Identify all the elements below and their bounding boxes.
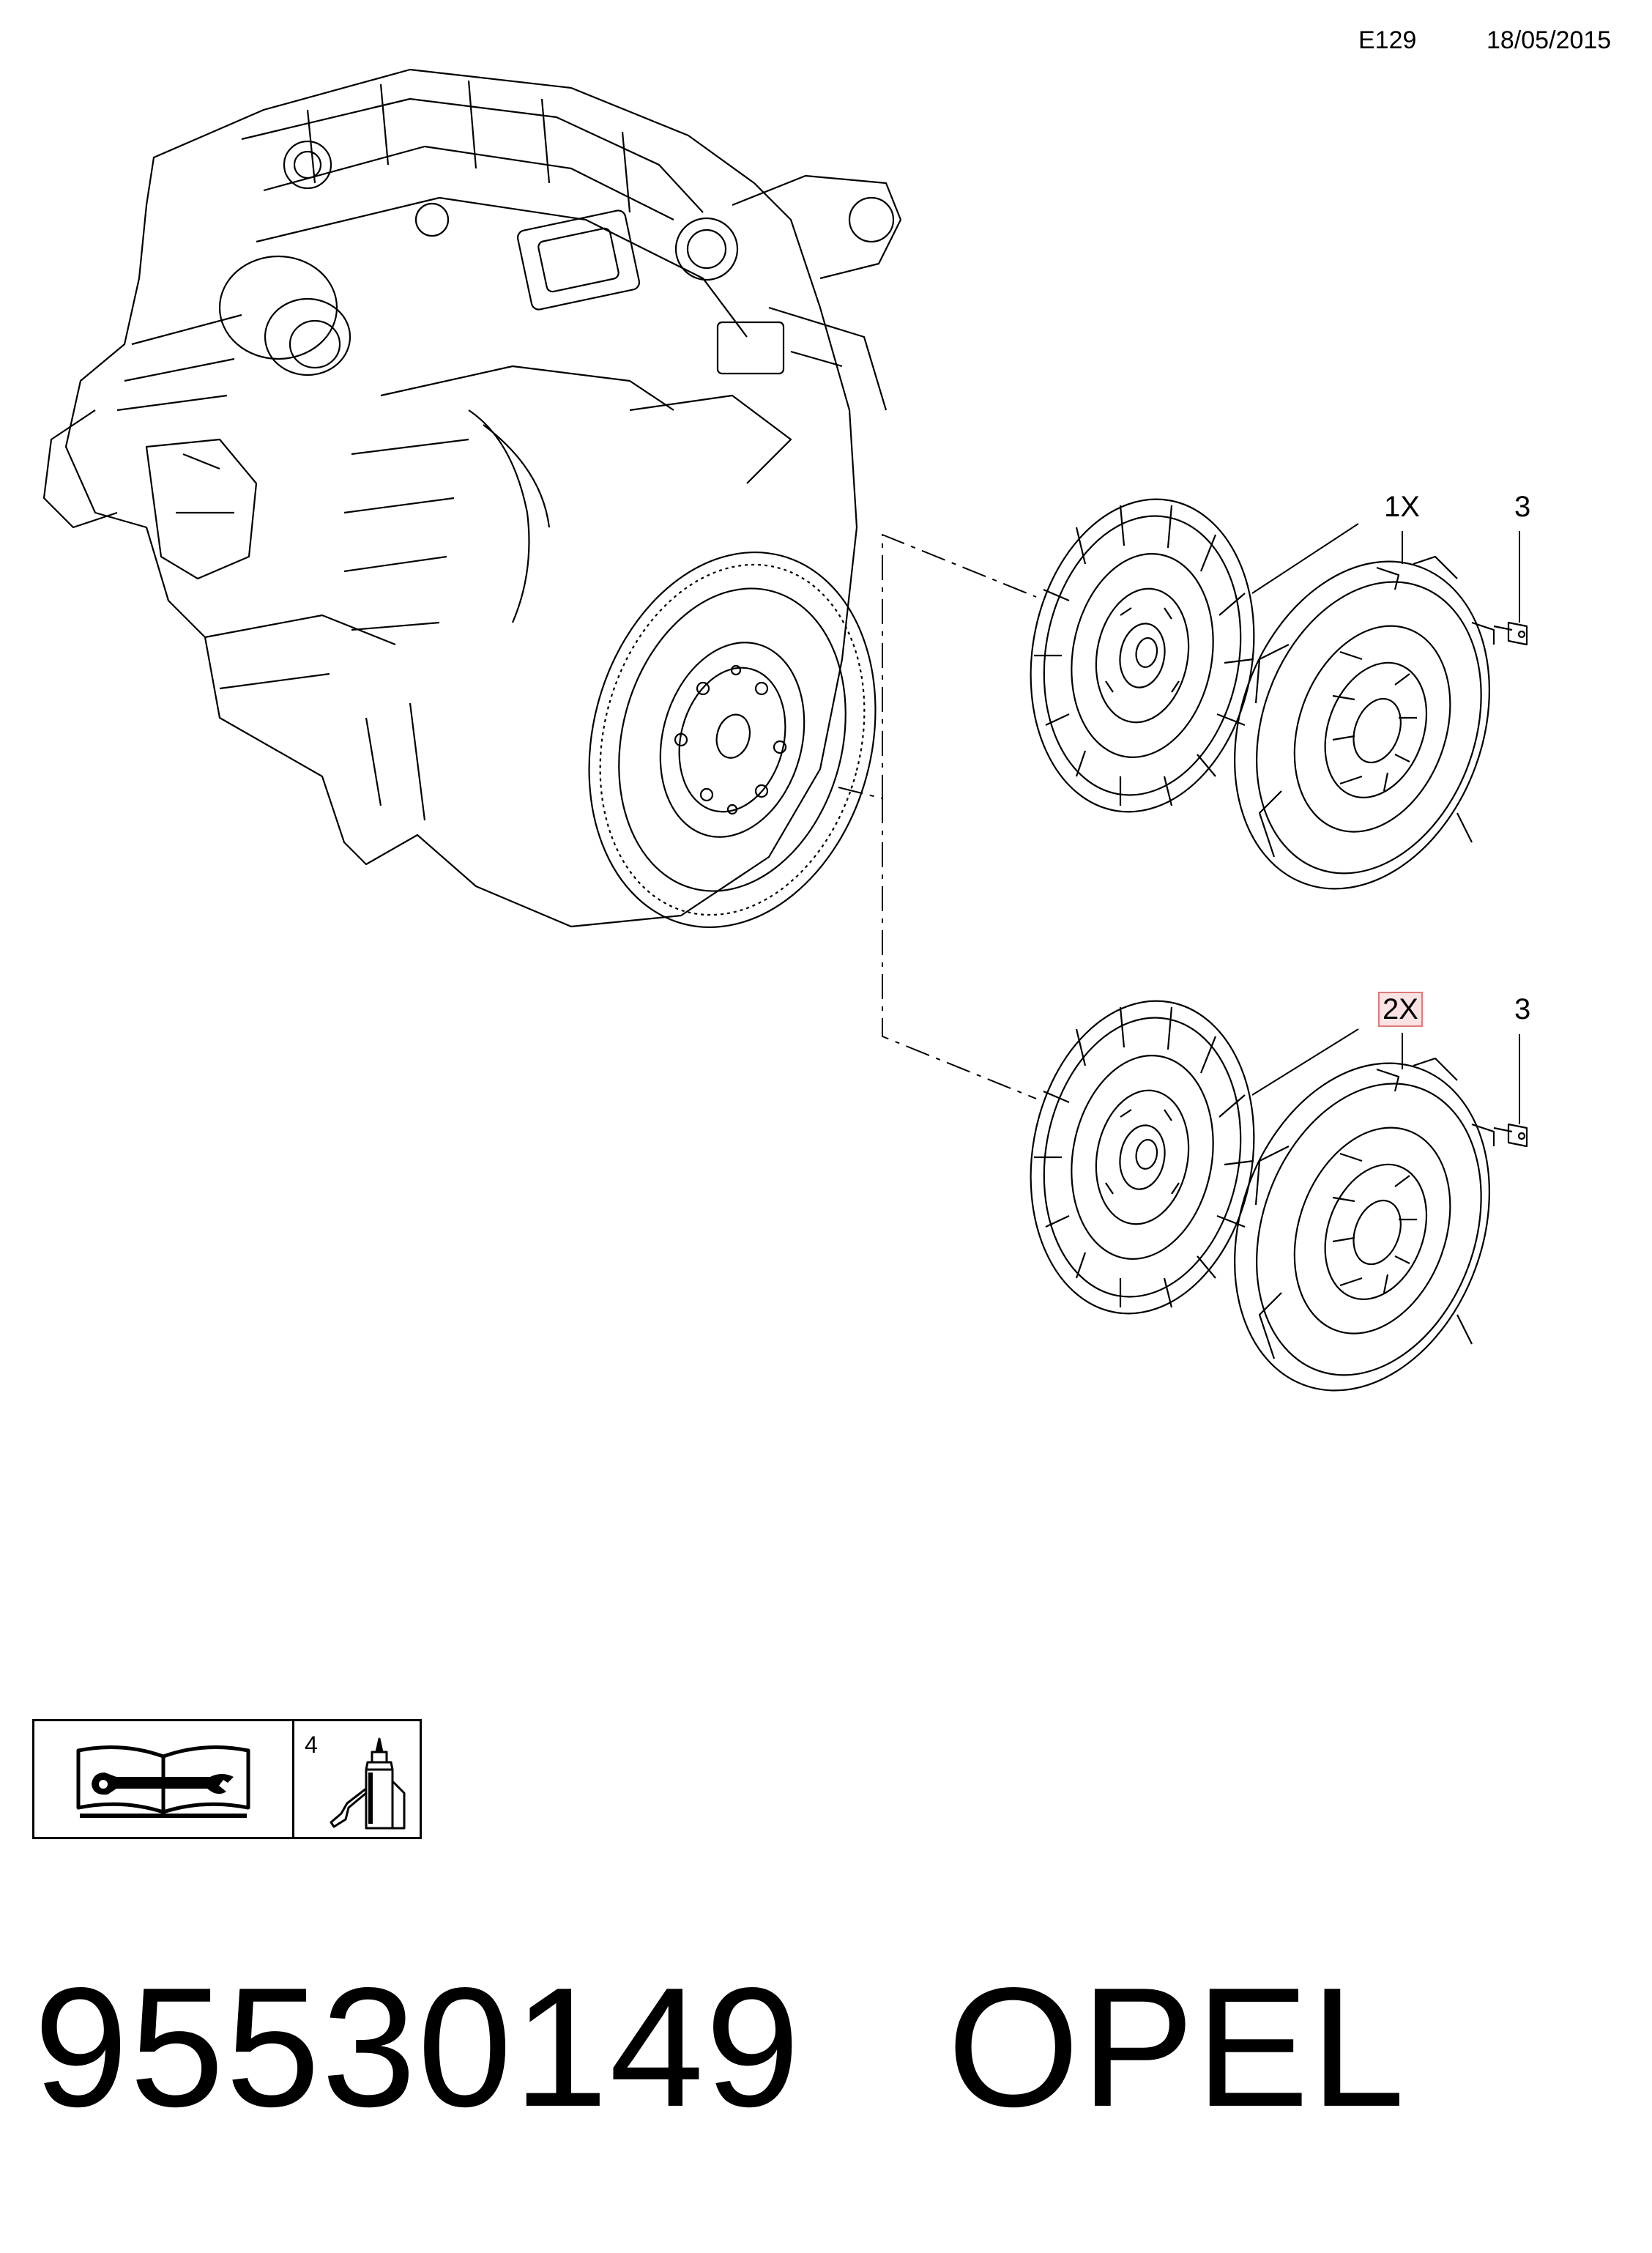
legend-cell-adhesive: 4 — [294, 1721, 420, 1837]
callout-second-bolt: 3 — [1514, 993, 1531, 1025]
legend-cell-manual — [34, 1721, 294, 1837]
callout-first-kit: 1X — [1384, 491, 1420, 523]
part-number: 95530149 — [34, 1953, 802, 2142]
adhesive-tube-icon — [330, 1737, 406, 1830]
bolt-1 — [1493, 621, 1528, 646]
adhesive-item-number: 4 — [305, 1731, 318, 1758]
diagram-code: E129 — [1358, 26, 1417, 54]
brand-name: OPEL — [947, 1953, 1407, 2142]
assembly-leader-lines — [838, 534, 1037, 1099]
repair-manual-icon — [76, 1745, 250, 1818]
legend-box: 4 — [32, 1719, 422, 1839]
callout-second-kit[interactable]: 2X — [1378, 992, 1423, 1027]
pressure-plate-1 — [1234, 555, 1495, 890]
diagram-date: 18/05/2015 — [1487, 26, 1612, 54]
bolt-2 — [1493, 1123, 1528, 1148]
callout-first-bolt: 3 — [1514, 491, 1531, 523]
exploded-view-diagram — [42, 68, 1528, 1392]
engine-illustration — [42, 68, 902, 929]
part-number-footer: 95530149 OPEL — [34, 1963, 1407, 2133]
pressure-plate-2 — [1234, 1057, 1495, 1392]
clutch-disc-1 — [1030, 498, 1255, 813]
clutch-disc-2 — [1030, 1000, 1255, 1315]
